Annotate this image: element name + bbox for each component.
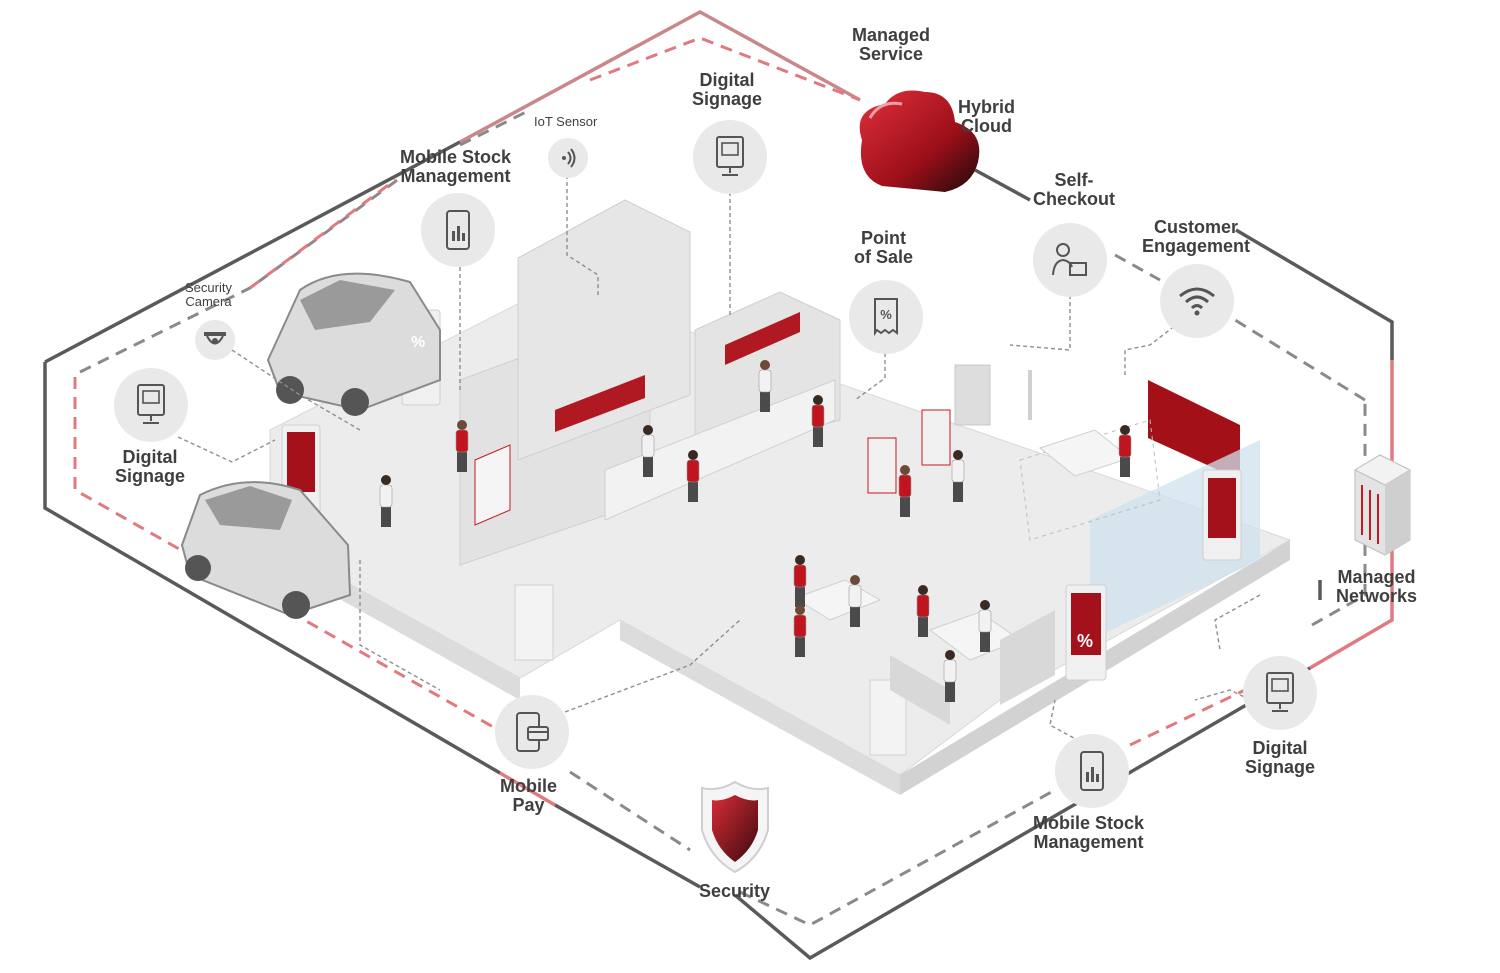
- server-rack-icon: [1353, 454, 1412, 556]
- customer-engagement-node: [1160, 264, 1234, 338]
- phone-chart-icon: [1080, 751, 1104, 791]
- wifi-icon: [1179, 287, 1215, 316]
- person-figure: [943, 650, 957, 702]
- person-terminal-icon: [1052, 243, 1087, 276]
- person-figure: [758, 360, 772, 412]
- label-security: Security: [699, 881, 771, 901]
- kiosk-screen-icon: [1266, 672, 1294, 712]
- person-figure: [686, 450, 700, 502]
- kiosk-screen-icon: [716, 136, 744, 176]
- wireless-signal-icon: [562, 148, 576, 168]
- person-figure: [379, 475, 393, 527]
- person-figure: [951, 450, 965, 502]
- digital-signage-right-node: [1243, 656, 1317, 730]
- person-figure: [793, 555, 807, 607]
- person-figure: [1118, 425, 1132, 477]
- person-figure: [848, 575, 862, 627]
- digital-signage-top-node: [693, 120, 767, 194]
- cloud-icon: [859, 90, 980, 192]
- person-figure: [455, 420, 469, 472]
- car-bottom: [180, 481, 352, 619]
- iot-sensor-node: [548, 138, 588, 178]
- digital-signage-left-node: [114, 368, 188, 442]
- security-camera-node: [195, 320, 235, 360]
- person-figure: [641, 425, 655, 477]
- phone-card-icon: [516, 712, 549, 752]
- kiosk-percent-top: %: [411, 334, 426, 351]
- kiosk-screen-icon: [137, 384, 165, 424]
- person-figure: [916, 585, 930, 637]
- inner-dashed-border: [73, 36, 1367, 927]
- kiosk-percent-bottom: %: [1077, 631, 1094, 651]
- mobile-pay-node: [495, 695, 569, 769]
- store-fixtures: [459, 199, 1260, 640]
- car-top: [266, 272, 441, 416]
- person-figure: [978, 600, 992, 652]
- person-figure: [793, 605, 807, 657]
- outer-border: [43, 10, 1394, 961]
- point-of-sale-node: %: [849, 280, 923, 354]
- svg-text:%: %: [880, 307, 892, 322]
- shield-icon: [701, 780, 769, 874]
- receipt-percent-icon: %: [874, 298, 898, 337]
- self-checkout-node: [1033, 223, 1107, 297]
- label-self-checkout: Self-Checkout: [1033, 170, 1116, 209]
- mobile-stock-top-node: [421, 193, 495, 267]
- person-figure: [898, 465, 912, 517]
- mobile-stock-bottom-node: [1055, 734, 1129, 808]
- person-figure: [811, 395, 825, 447]
- dome-camera-icon: [204, 332, 226, 345]
- phone-chart-icon: [446, 210, 470, 250]
- people: [379, 360, 1132, 702]
- label-iot-sensor: IoT Sensor: [534, 114, 598, 129]
